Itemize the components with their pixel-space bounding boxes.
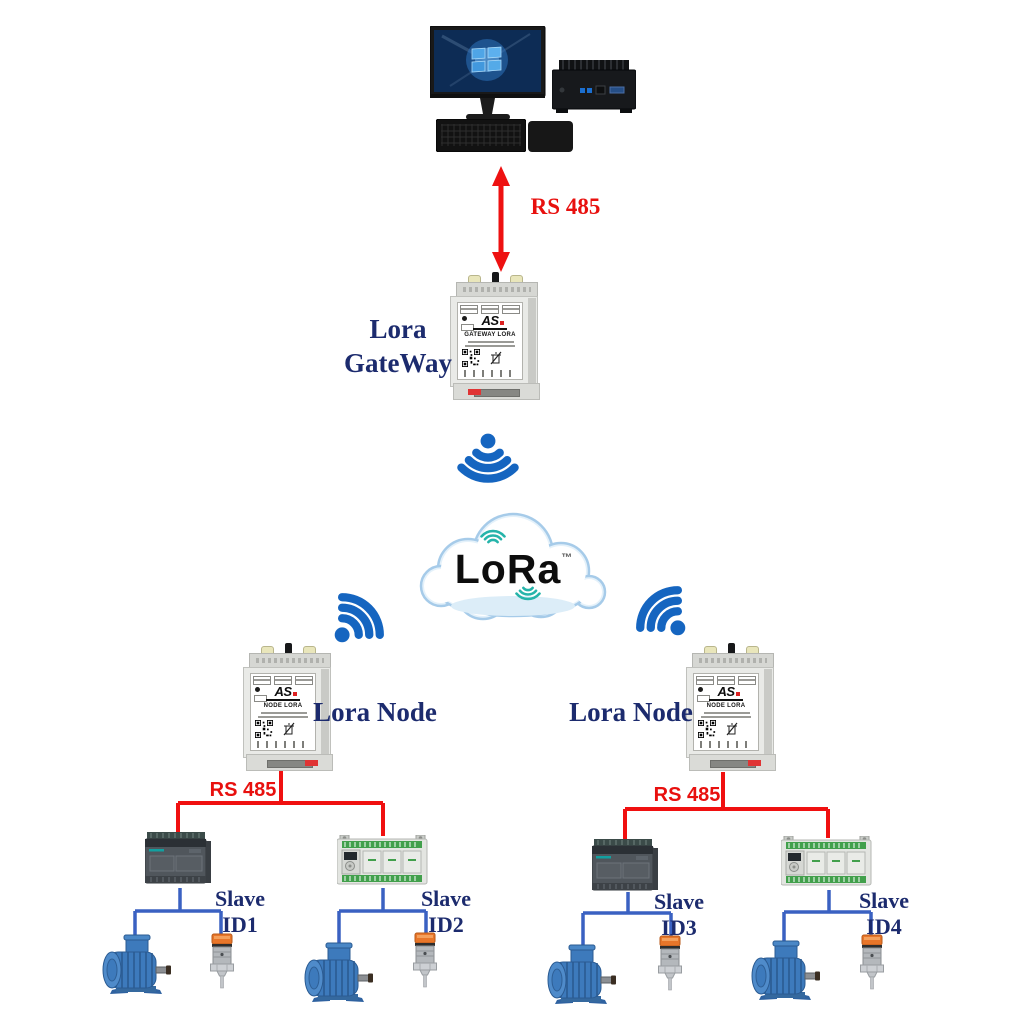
device-title: GATEWAY LORA — [464, 332, 516, 338]
slave-id1-label: Slave ID1 — [214, 886, 266, 937]
keyboard — [436, 119, 526, 152]
motor-4 — [751, 940, 820, 1000]
motor-1 — [102, 934, 171, 994]
sensor-4 — [860, 934, 884, 990]
rs485-label-left: RS 485 — [209, 779, 277, 801]
slave1-bus — [133, 888, 223, 935]
cloud-lora-text: LoRa™ — [454, 546, 574, 592]
slave3-bus — [581, 892, 673, 945]
qr-code — [255, 720, 273, 738]
qr-code — [462, 349, 480, 367]
plc-compact-1 — [145, 832, 211, 884]
scada-computer-group — [430, 26, 640, 158]
sensor-1 — [210, 933, 234, 989]
motor-2 — [304, 942, 373, 1002]
device-side — [528, 298, 536, 383]
lora-logo-arcs — [480, 529, 541, 601]
slave-id4-label: Slave ID4 — [858, 888, 910, 939]
antenna-connector — [492, 272, 499, 284]
monitor — [430, 26, 546, 120]
trademark-symbol: ™ — [561, 552, 574, 564]
plc-compact-3 — [592, 839, 658, 891]
wifi-down-icon — [457, 433, 519, 483]
brand-logo: AS — [717, 684, 735, 699]
lora-node-right-device: AS NODE LORA — [684, 643, 779, 773]
node-right-label: Lora Node — [569, 697, 693, 727]
rs485-arrow — [492, 166, 510, 272]
node-left-label: Lora Node — [313, 697, 437, 727]
windows-logo — [471, 46, 502, 73]
slave-id2-label: Slave ID2 — [420, 886, 472, 937]
rs485-label-right: RS 485 — [653, 784, 721, 806]
device-front-label: AS GATEWAY LORA — [457, 302, 523, 380]
wifi-right-icon — [636, 586, 686, 636]
sensor-2 — [413, 932, 437, 988]
slave4-bus — [782, 890, 873, 941]
led-dot — [462, 316, 467, 321]
lora-cloud: LoRa™ — [413, 506, 615, 626]
device-title: NODE LORA — [263, 703, 303, 709]
slave2-bus — [337, 888, 428, 943]
plc-modular-4 — [781, 836, 872, 886]
rs485-bus-left — [176, 768, 385, 836]
sensor-3 — [658, 935, 682, 991]
din-clip-base — [453, 383, 540, 400]
weee-bin-icon — [726, 722, 738, 736]
device-front-label: AS NODE LORA — [693, 673, 759, 751]
motor-3 — [547, 944, 616, 1004]
cloud-shape — [419, 512, 607, 621]
brand-logo: AS — [274, 684, 292, 699]
terminal-markings — [464, 370, 516, 377]
wifi-left-icon — [334, 593, 384, 643]
mouse-pad — [528, 121, 573, 152]
lora-node-left-device: AS NODE LORA — [241, 643, 336, 773]
rs485-label-top: RS 485 — [530, 194, 601, 219]
device-front-label: AS NODE LORA — [250, 673, 316, 751]
rs485-bus-right — [623, 772, 830, 841]
weee-bin-icon — [283, 722, 295, 736]
vent-slots — [463, 287, 531, 292]
weee-bin-icon — [490, 351, 502, 365]
lora-gateway-device: AS GATEWAY LORA — [448, 272, 543, 402]
device-title: NODE LORA — [706, 703, 746, 709]
slave-id3-label: Slave ID3 — [653, 889, 705, 940]
qr-code — [698, 720, 716, 738]
brand-logo: AS — [481, 313, 499, 328]
plc-modular-2 — [337, 835, 428, 885]
gateway-label: Lora GateWay — [344, 314, 452, 378]
industrial-pc — [552, 60, 636, 113]
